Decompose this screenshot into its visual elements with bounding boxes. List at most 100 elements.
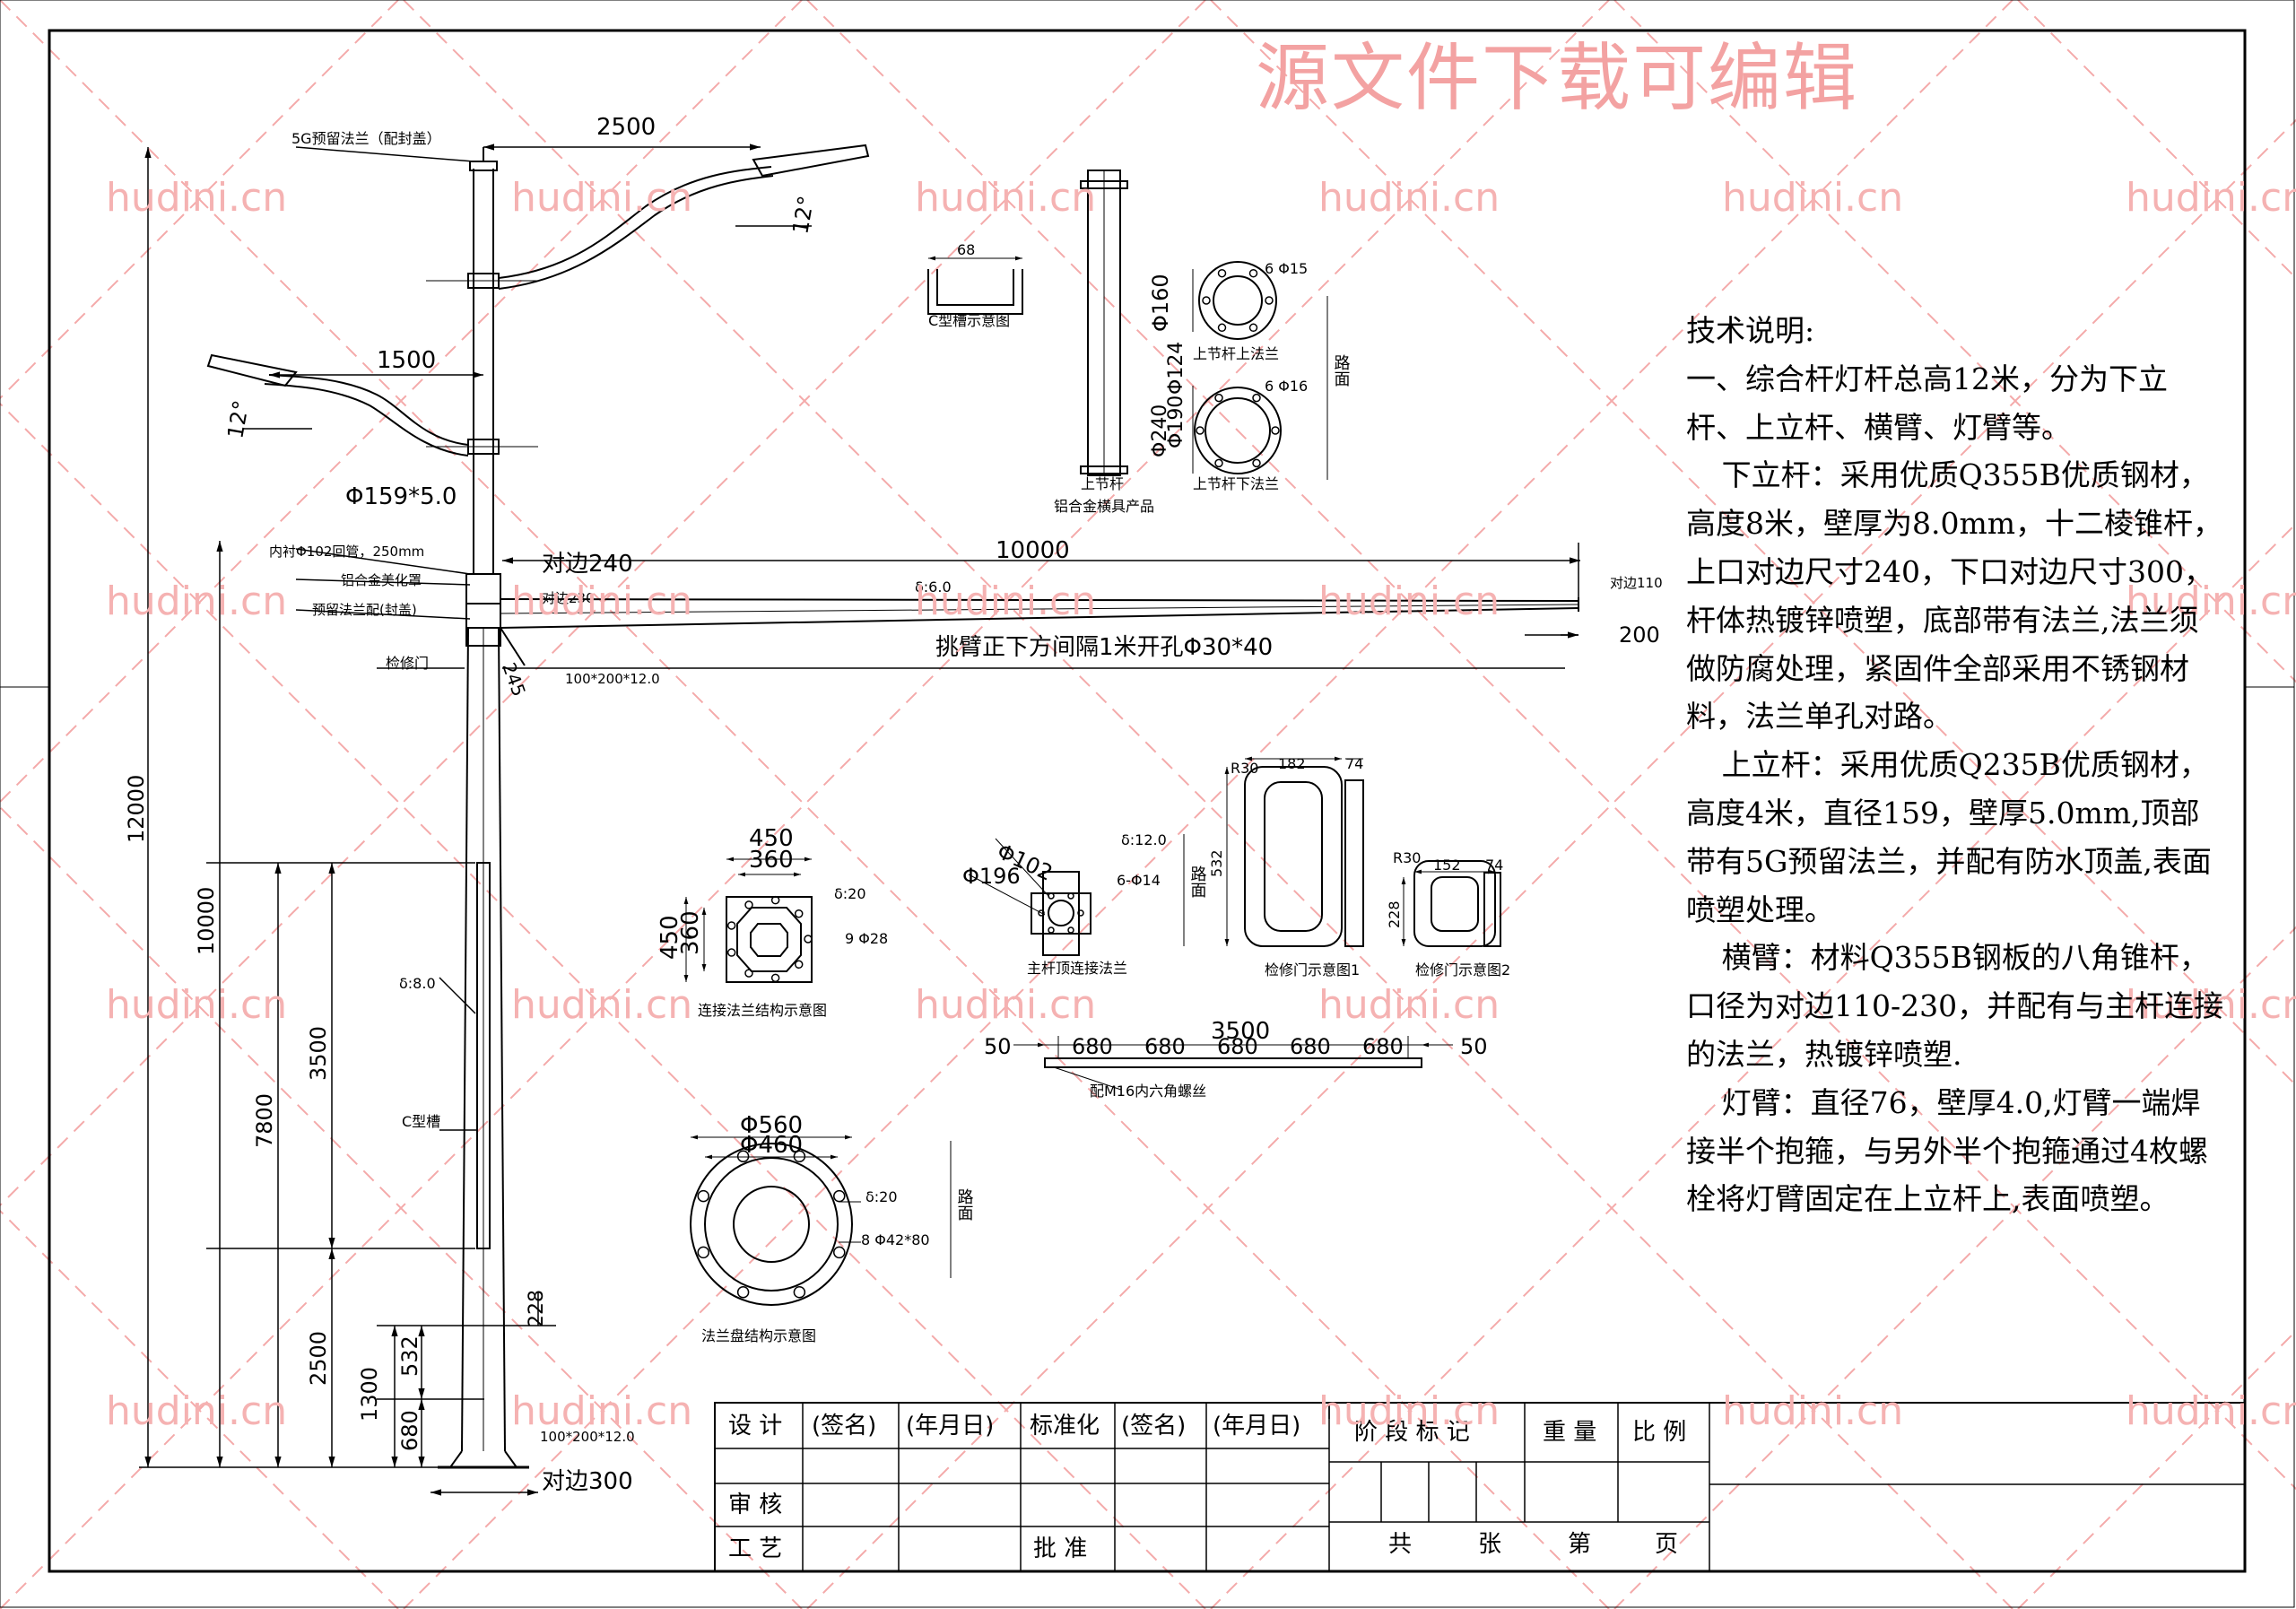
bolt-hole: [1048, 892, 1055, 900]
upper-pole-caption: 上节杆: [1081, 475, 1124, 492]
bolt-hole: [1217, 268, 1227, 278]
main-pole-elevation: [206, 144, 1579, 1469]
tech-notes: 技术说明: 一、综合杆灯杆总高12米，分为下立杆、上立杆、横臂、灯臂等。 下立杆…: [1686, 307, 2224, 1223]
height-532: 532: [397, 1335, 422, 1377]
bolt-hole: [1038, 909, 1045, 917]
flange-bottom-dia2: Φ240: [1149, 404, 1171, 457]
cf-360a: 360: [749, 847, 794, 874]
tech-p5: 灯臂：直径76，壁厚4.0,灯臂一端焊接半个抱箍，与另外半个抱箍通过4枚螺栓将灯…: [1686, 1084, 2208, 1217]
bolt-hole: [1077, 909, 1084, 917]
watermark-4: hudini.cn: [1318, 175, 1500, 221]
tech-title: 技术说明:: [1686, 313, 1815, 348]
tech-p2: 下立杆：采用优质Q355B优质钢材，高度8米，壁厚为8.0mm，十二棱锥杆，上口…: [1686, 457, 2223, 735]
watermark-line: [2017, 0, 2296, 280]
height-680: 680: [397, 1410, 422, 1451]
door1-thk: 74: [1345, 755, 1363, 772]
watermark-line: [1613, 926, 2296, 1609]
dimension-lines: [139, 144, 1580, 1496]
bolt-hole: [794, 960, 804, 970]
main-labels: 2500 5G预留法兰（配封盖） 12° 1500 12° Φ159*5.0 内…: [124, 114, 1663, 1495]
arm-top-angle: 12°: [787, 194, 819, 236]
bolt-hole: [1252, 393, 1261, 403]
bolt-hole: [1271, 426, 1280, 435]
height-2500: 2500: [306, 1331, 331, 1386]
bolt-hole: [726, 921, 736, 930]
height-12000: 12000: [124, 775, 149, 843]
watermark-line: [403, 0, 2013, 1609]
cf-450b: 450: [657, 915, 683, 960]
door1-width: 182: [1278, 755, 1306, 772]
c-slot-label: C型槽: [402, 1113, 440, 1130]
watermark-18: hudini.cn: [511, 1388, 693, 1434]
flange-bottom-holes: 6 Φ16: [1265, 378, 1308, 395]
bf-thickness: δ:20: [865, 1188, 898, 1205]
watermark-line: [806, 0, 2296, 1491]
tb-weight: 重 量: [1543, 1419, 1596, 1446]
bolt-hole: [1196, 426, 1205, 435]
bolt-hole: [736, 1150, 750, 1162]
rail-total: 3500: [1211, 1018, 1270, 1045]
tb-approve: 批 准: [1033, 1535, 1087, 1562]
tb-sheets: 张: [1478, 1531, 1501, 1558]
bolt-hole: [794, 909, 804, 918]
door2-thk: 74: [1485, 857, 1503, 874]
watermark-line: [0, 402, 1206, 1609]
tech-p4: 横臂：材料Q355B钢板的八角锥杆，口径为对边110-230，并配有与主杆连接的…: [1686, 940, 2224, 1072]
watermark-10: hudini.cn: [1318, 578, 1500, 624]
watermark-6: hudini.cn: [2126, 175, 2296, 221]
watermark-13: hudini.cn: [511, 982, 693, 1028]
height-1300: 1300: [357, 1367, 382, 1422]
height-7800: 7800: [252, 1093, 277, 1148]
plate-top: 100*200*12.0: [565, 671, 660, 687]
flange-bottom-dia1: Φ124: [1165, 342, 1187, 395]
watermark-8: hudini.cn: [511, 578, 693, 624]
opp-240: 对边240: [542, 551, 633, 578]
watermark-9: hudini.cn: [915, 578, 1097, 624]
rail-segment-label: 680: [1144, 1034, 1186, 1059]
bolt-hole: [770, 895, 780, 905]
title-block: [714, 1402, 2246, 1572]
cf-caption: 连接法兰结构示意图: [698, 1002, 827, 1019]
door1-radius: R30: [1231, 760, 1258, 777]
tech-p1: 一、综合杆灯杆总高12米，分为下立杆、上立杆、横臂、灯臂等。: [1686, 361, 2168, 445]
arm-top-length: 2500: [596, 114, 656, 141]
bf-560: Φ560: [740, 1112, 803, 1139]
upper-pole-dia: Φ159*5.0: [345, 483, 457, 510]
dim-245: 245: [498, 660, 530, 700]
c-slot-width: 68: [957, 241, 975, 258]
tf-196: Φ196: [962, 864, 1021, 889]
watermark-1: hudini.cn: [106, 175, 288, 221]
bf-holes: 8 Φ42*80: [861, 1231, 930, 1248]
rail-50a: 50: [984, 1034, 1012, 1059]
height-228: 228: [526, 1290, 548, 1327]
watermark-16: hudini.cn: [2126, 982, 2296, 1028]
bolt-hole: [804, 935, 813, 944]
watermark-5: hudini.cn: [1722, 175, 1904, 221]
door2-caption: 检修门示意图2: [1415, 961, 1510, 978]
watermark-3: hudini.cn: [915, 175, 1097, 221]
flange-note: 预留法兰配(封盖): [312, 602, 417, 618]
tf-thickness: δ:12.0: [1121, 831, 1167, 848]
cf-holes: 9 Φ28: [845, 930, 888, 947]
flange-top-dia: Φ160: [1148, 274, 1173, 332]
watermark-line: [0, 0, 1610, 1609]
bolt-hole: [770, 973, 780, 983]
height-10000: 10000: [194, 887, 219, 955]
cf-450a: 450: [749, 825, 794, 852]
tb-date1: (年月日): [906, 1413, 994, 1439]
watermark-line: [806, 118, 2296, 1609]
opp-230: 对边230: [542, 590, 595, 606]
bolt-hole: [726, 948, 736, 957]
watermark-20: hudini.cn: [1722, 1388, 1904, 1434]
wall-8: δ:8.0: [399, 975, 436, 992]
tb-num: 第: [1568, 1531, 1591, 1558]
bolt-hole: [736, 1286, 750, 1299]
watermark-line: [0, 805, 803, 1609]
height-3500: 3500: [306, 1026, 331, 1081]
rail-50b: 50: [1460, 1034, 1488, 1059]
arm-mid-length: 1500: [377, 347, 436, 374]
watermark-line: [0, 0, 1206, 1207]
tb-page: 页: [1655, 1531, 1678, 1558]
watermark-line: [1210, 522, 2296, 1609]
c-slot-caption: C型槽示意图: [928, 312, 1010, 329]
